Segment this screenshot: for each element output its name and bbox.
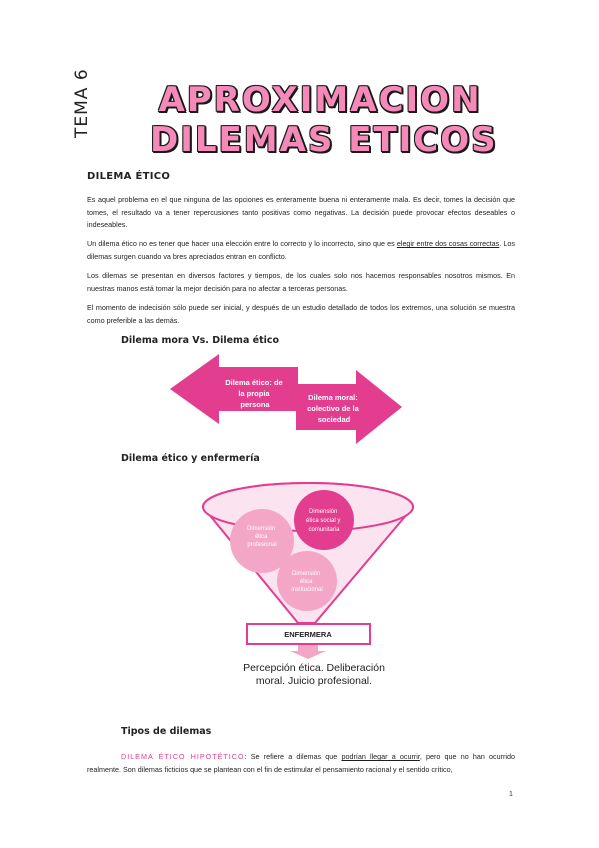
svg-text:Dilema moral: colectivo de: Dilema moral: colectivo de la sociedad — [307, 393, 361, 424]
section-heading-dilema-etico: DILEMA ÉTICO — [87, 171, 171, 182]
arrow-left-line-2: la propia — [238, 389, 270, 398]
arrow-right-line-2: colectivo de la — [307, 404, 360, 413]
svg-text:Dimensión ética instit: Dimensión ética institucional — [291, 571, 322, 593]
paragraph-2-text-b: . Los dilemas surgen cuando va bres apre… — [87, 239, 515, 261]
circle-3-line-1: Dimensión — [292, 571, 320, 577]
circle-dimension-institucional — [277, 551, 337, 611]
circle-1-line-1: Dimensión — [247, 526, 275, 532]
circle-1-line-3: profesional — [247, 542, 276, 548]
dilema-hipotetico-underlined: podrían llegar a ocurrir — [341, 752, 420, 761]
paragraph-4: El momento de indecisión sólo puede ser … — [87, 303, 515, 325]
caption-line-2: moral. Juicio profesional. — [255, 675, 373, 687]
enfermera-box — [246, 623, 371, 645]
circle-2-line-2: ética social y — [306, 518, 340, 524]
tipos-dilemas-subhead: Tipos de dilemas — [121, 726, 212, 737]
caption-line-1: Percepción ética. Deliberación — [243, 662, 385, 674]
paragraph-2-text-a: Un dilema ético no es tener que hacer un… — [87, 239, 397, 248]
circle-3-line-2: ética — [300, 579, 313, 585]
arrow-right-line-3: sociedad — [318, 415, 351, 424]
paragraph-3: Los dilemas se presentan en diversos fac… — [87, 271, 515, 293]
page-number: 1 — [509, 791, 513, 798]
enfermera-label: ENFERMERA — [284, 630, 332, 639]
svg-text:Dimensión ética profes: Dimensión ética profesional — [247, 526, 277, 548]
arrow-right-shape — [296, 370, 402, 444]
dilema-hipotetico-paragraph: DILEMA ÉTICO HIPOTÉTICO: Se refiere a di… — [87, 751, 515, 776]
paragraph-1: Es aquel problema en el que ninguna de l… — [87, 195, 515, 229]
title-line-2: DILEMAS ETICOS — [150, 120, 498, 160]
dilema-hipotetico-text-a: : Se refiere a dilemas que — [244, 752, 342, 761]
svg-text:Dilema ético: de la propia: Dilema ético: de la propia persona — [225, 378, 285, 409]
arrow-right-line-1: Dilema moral: — [308, 393, 358, 402]
circle-2-line-3: comunitaria — [308, 527, 340, 533]
down-arrow-icon — [290, 645, 326, 659]
circle-3-line-3: institucional — [291, 587, 322, 593]
circle-2-line-1: Dimensión — [309, 509, 337, 515]
title-line-1: APROXIMACION — [158, 80, 482, 120]
dilema-hipotetico-label: DILEMA ÉTICO HIPOTÉTICO — [121, 752, 245, 761]
diagram-2-subhead: Dilema ético y enfermería — [121, 453, 260, 464]
circle-dimension-profesional — [230, 509, 294, 573]
paragraph-2-underlined: elegir entre dos cosas correctas — [396, 239, 500, 248]
diagram-2-caption: Percepción ética. Deliberación moral. Ju… — [210, 662, 418, 688]
arrow-left-shape — [170, 354, 298, 424]
svg-text:Dimensión ética social y: Dimensión ética social y comunitaria — [306, 509, 342, 533]
arrow-left-line-3: persona — [240, 400, 270, 409]
diagram-1-subhead: Dilema mora Vs. Dilema ético — [121, 335, 280, 346]
dilema-hipotetico-text-b: , pero que no han ocurrido realmente. So… — [87, 752, 515, 774]
circle-1-line-2: ética — [255, 534, 268, 540]
circle-dimension-social — [294, 490, 354, 550]
arrow-left-line-1: Dilema ético: de — [225, 378, 283, 387]
paragraph-2: Un dilema ético no es tener que hacer un… — [87, 238, 515, 263]
